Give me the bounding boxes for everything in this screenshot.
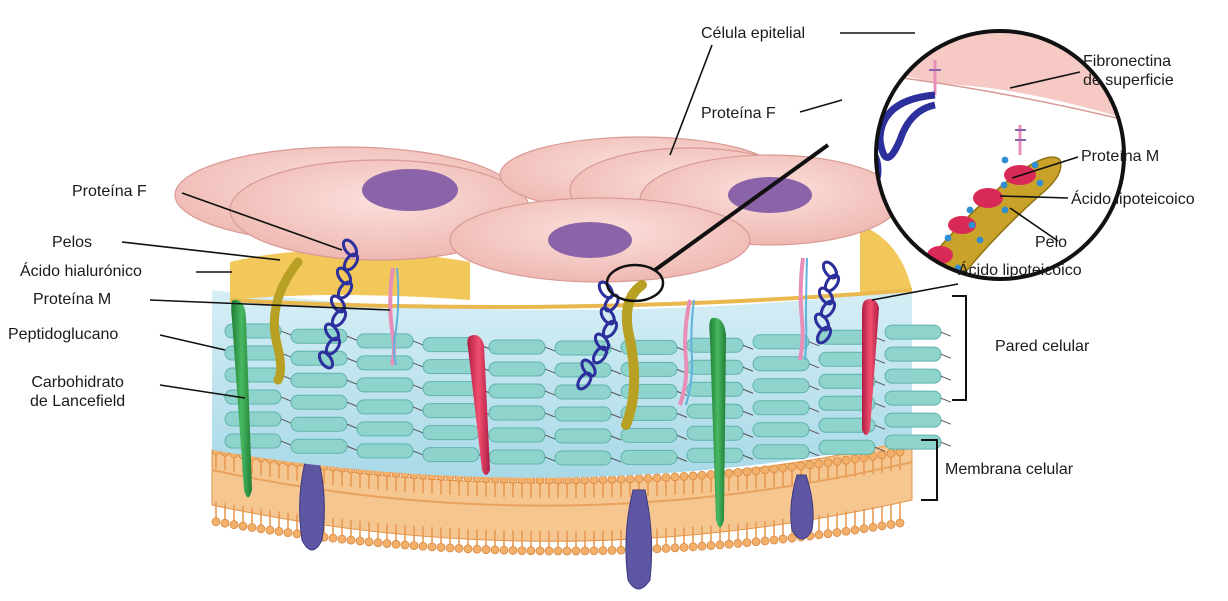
label-acido-lipoteicoico-inset: Ácido lipoteicoico [1071, 190, 1195, 209]
label-pelo-inset: Pelo [1035, 233, 1067, 252]
label-pared-celular: Pared celular [995, 337, 1089, 356]
nucleus [548, 222, 632, 258]
label-acido-hialuronico: Ácido hialurónico [20, 262, 142, 281]
label-proteina-f: Proteína F [72, 182, 147, 201]
label-celula-epitelial: Célula epitelial [701, 24, 805, 43]
label-pelos: Pelos [52, 233, 92, 252]
label-proteina-f-inset: Proteína F [701, 104, 776, 123]
label-carbohidrato-lancefield: Carbohidrato de Lancefield [30, 373, 125, 411]
cell-wall [212, 290, 951, 478]
label-proteina-m-inset: Proteína M [1081, 147, 1159, 166]
label-proteina-m: Proteína M [33, 290, 111, 309]
bracket-pared-celular [952, 296, 966, 400]
label-acido-lipoteicoico: Ácido lipoteicoico [958, 261, 1082, 280]
label-fibronectina: Fibronectina de superficie [1083, 52, 1174, 90]
label-peptidoglucano: Peptidoglucano [8, 325, 118, 344]
label-fibronectina-line1: Fibronectina [1083, 52, 1174, 71]
label-carbohidrato-line1: Carbohidrato [30, 373, 125, 392]
nucleus [362, 169, 458, 211]
label-membrana-celular: Membrana celular [945, 460, 1073, 479]
label-fibronectina-line2: de superficie [1083, 71, 1174, 90]
label-carbohidrato-line2: de Lancefield [30, 392, 125, 411]
